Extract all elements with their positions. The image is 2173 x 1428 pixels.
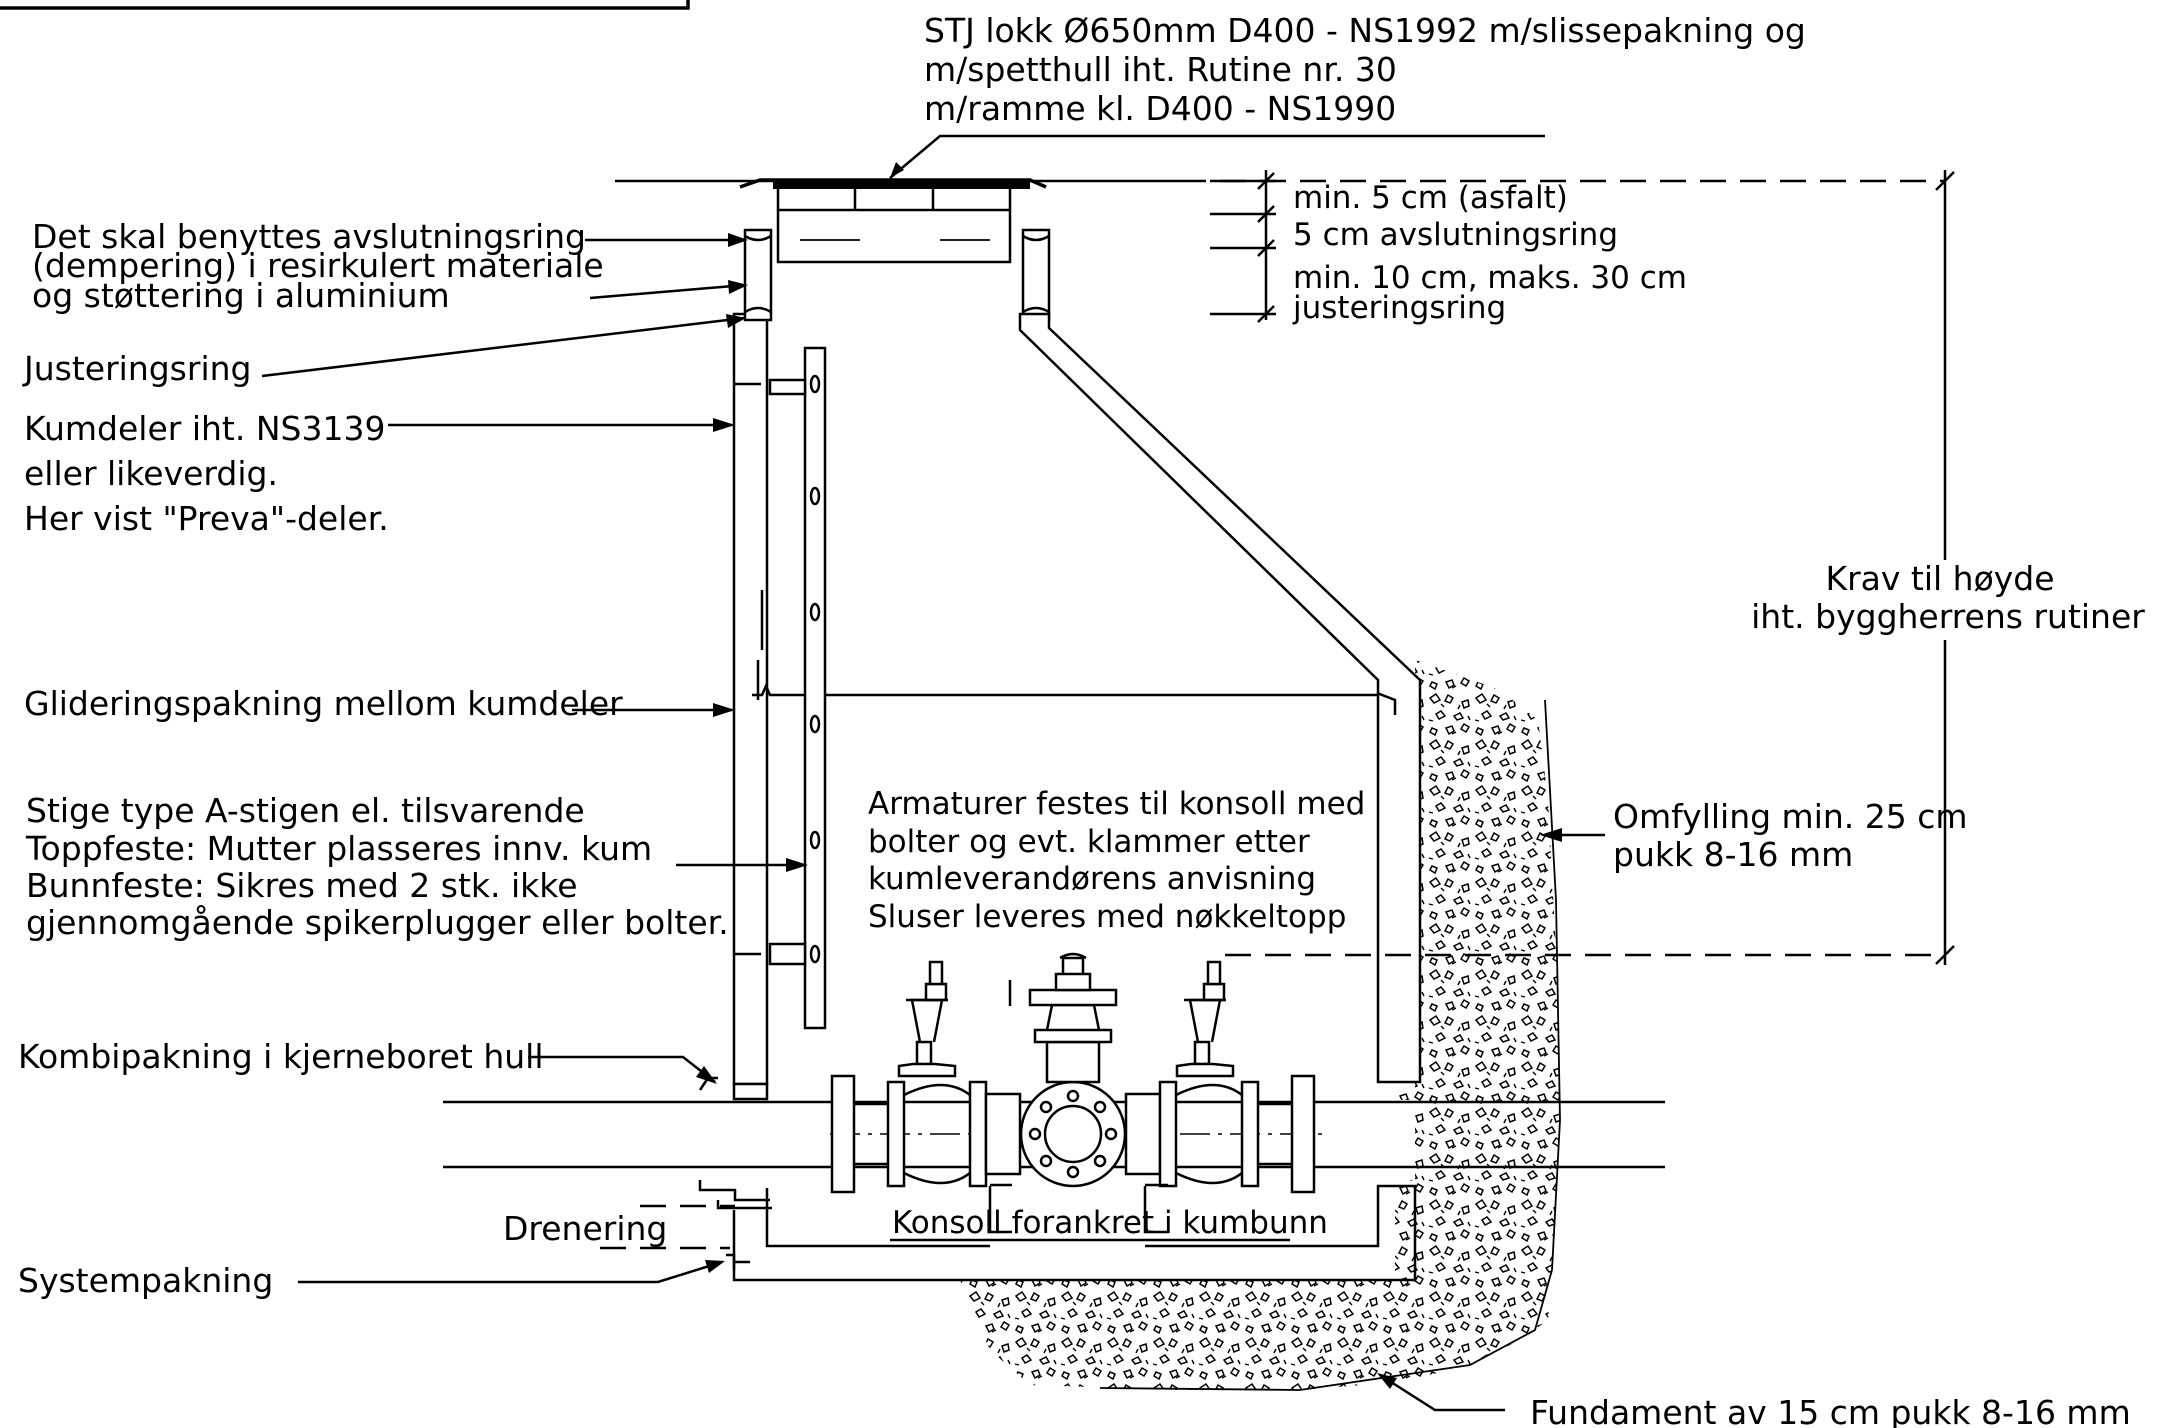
label-omfylling-2: pukk 8-16 mm bbox=[1613, 835, 1853, 874]
dim-chain bbox=[1210, 170, 1276, 323]
label-lid-3: m/ramme kl. D400 - NS1990 bbox=[924, 89, 1396, 128]
label-omfylling-1: Omfylling min. 25 cm bbox=[1613, 797, 1968, 836]
dim-tick-top bbox=[1935, 171, 1955, 191]
label-kombipakning: Kombipakning i kjerneboret hull bbox=[18, 1037, 544, 1076]
label-stige-3: Bunnfeste: Sikres med 2 stk. ikke bbox=[26, 866, 578, 905]
leader-lid bbox=[889, 134, 1545, 179]
label-konsoll: Konsoll forankret i kumbunn bbox=[892, 1205, 1328, 1241]
label-lid-2: m/spetthull iht. Rutine nr. 30 bbox=[924, 50, 1397, 89]
label-krav-2: iht. byggherrens rutiner bbox=[1751, 597, 2145, 636]
label-stige-4: gjennomgående spikerplugger eller bolter… bbox=[26, 903, 729, 942]
leader-kombipakning bbox=[528, 1055, 716, 1083]
arrow-lid bbox=[890, 162, 904, 178]
left-adjust-ring bbox=[743, 228, 773, 322]
left-ring-curves bbox=[744, 234, 772, 314]
valve-stem-right bbox=[1175, 960, 1235, 1078]
ladder-top-mount bbox=[768, 378, 807, 396]
valve-assembly bbox=[830, 1074, 1316, 1194]
left-wall-inner-detail bbox=[756, 590, 764, 700]
label-fundament: Fundament av 15 cm pukk 8-16 mm bbox=[1530, 1393, 2131, 1428]
cone-wall bbox=[1018, 312, 1422, 1084]
label-systempakning: Systempakning bbox=[18, 1261, 273, 1300]
label-kumdeler-2: eller likeverdig. bbox=[24, 454, 278, 493]
gravel-backfill bbox=[960, 660, 1560, 1390]
label-kumdeler-1: Kumdeler iht. NS3139 bbox=[24, 409, 385, 448]
label-dim-asfalt: min. 5 cm (asfalt) bbox=[1293, 180, 1568, 216]
console-left-right bbox=[988, 1186, 1168, 1234]
leader-systempakning bbox=[298, 1260, 723, 1284]
valve-stem-left bbox=[897, 960, 957, 1078]
label-drenering: Drenering bbox=[503, 1209, 667, 1248]
label-lid-1: STJ lokk Ø650mm D400 - NS1992 m/slissepa… bbox=[924, 11, 1806, 50]
ladder-bottom-mount bbox=[768, 942, 807, 966]
label-justeringsring: Justeringsring bbox=[22, 349, 251, 388]
title-frame bbox=[0, 0, 690, 10]
label-kumdeler-3: Her vist "Preva"-deler. bbox=[24, 499, 389, 538]
label-krav-1: Krav til høyde bbox=[1825, 559, 2054, 598]
ladder bbox=[803, 346, 827, 1030]
label-ring-3: og støttering i aluminium bbox=[32, 276, 450, 315]
right-ring-curves bbox=[1022, 234, 1050, 314]
gravel-outline bbox=[1099, 699, 1561, 1391]
label-dim-avslutningsring: 5 cm avslutningsring bbox=[1293, 217, 1618, 253]
label-armaturer-3: kumleverandørens anvisning bbox=[868, 861, 1316, 897]
dim-tick-bottom bbox=[1935, 945, 1955, 965]
leader-justeringsring bbox=[261, 316, 745, 378]
label-ring-1: Det skal benyttes avslutningsring bbox=[32, 217, 586, 256]
cone-joint bbox=[1376, 691, 1397, 715]
label-armaturer-2: bolter og evt. klammer etter bbox=[868, 824, 1310, 860]
left-wall-upper bbox=[732, 312, 769, 1086]
label-armaturer-1: Armaturer festes til konsoll med bbox=[868, 786, 1365, 822]
label-armaturer-4: Sluser leveres med nøkkeltopp bbox=[868, 899, 1346, 935]
label-stige-1: Stige type A-stigen el. tilsvarende bbox=[26, 791, 585, 830]
label-glidering: Glideringspakning mellom kumdeler bbox=[24, 684, 623, 723]
label-stige-2: Toppfeste: Mutter plasseres innv. kum bbox=[25, 829, 652, 868]
lid-plate bbox=[773, 181, 1030, 189]
lid-frame bbox=[739, 178, 1047, 189]
lid-ribs bbox=[776, 189, 1012, 264]
label-dim-min10: min. 10 cm, maks. 30 cm bbox=[1293, 260, 1687, 296]
bottom-slab bbox=[732, 1184, 1417, 1282]
label-dim-justeringsring: justeringsring bbox=[1292, 290, 1506, 326]
bottom-wall-lines bbox=[732, 1188, 769, 1246]
left-wall-collar bbox=[732, 1082, 769, 1101]
right-adjust-ring bbox=[1021, 228, 1051, 322]
leader-ring-2 bbox=[589, 283, 746, 300]
systempakning-detail bbox=[726, 1253, 750, 1270]
label-ring-2: (dempering) i resirkulert materiale bbox=[32, 246, 604, 285]
ladder-rungs bbox=[809, 374, 821, 964]
glidering-joint bbox=[752, 682, 1378, 697]
gate-valve-top bbox=[1028, 952, 1118, 1084]
leader-fundament bbox=[1379, 1373, 1505, 1412]
